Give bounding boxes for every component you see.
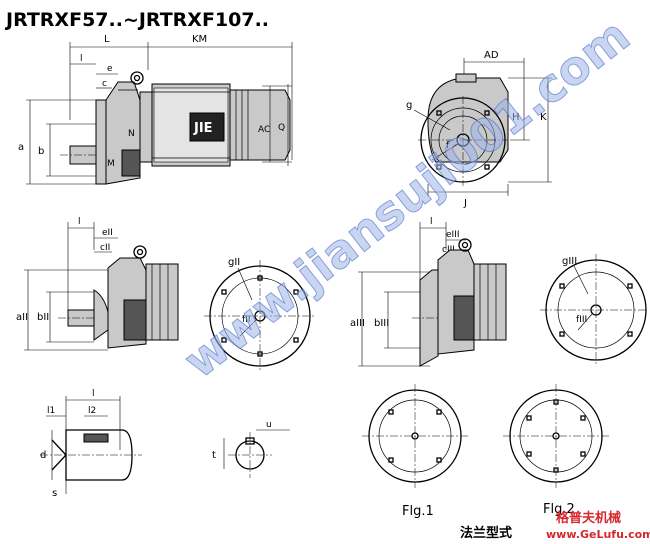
dim-L: L bbox=[104, 34, 110, 45]
flange-face-II: gII fII bbox=[204, 257, 316, 372]
brand-name: 格普夫机械 bbox=[556, 510, 621, 526]
dim-gII: gII bbox=[228, 257, 240, 268]
dim-e: e bbox=[107, 64, 113, 74]
dim-t: t bbox=[212, 450, 216, 461]
dim-l: l bbox=[80, 54, 83, 64]
dim-shaft-l: l bbox=[92, 389, 95, 399]
dim-cII: cII bbox=[100, 243, 110, 253]
dim-bII: bII bbox=[37, 312, 49, 323]
shaft-cross-section: u t bbox=[212, 420, 290, 478]
dim-g: g bbox=[406, 100, 412, 111]
dim-gIII: gIII bbox=[562, 256, 577, 267]
dim-d: d bbox=[40, 450, 46, 461]
dim-u: u bbox=[266, 420, 272, 430]
end-view-assembly: AD g f H K J bbox=[406, 50, 552, 209]
dim-aIII: aIII bbox=[350, 318, 365, 329]
dim-AD: AD bbox=[484, 50, 499, 61]
dim-M: M bbox=[107, 159, 115, 169]
dim-l1: l1 bbox=[47, 406, 55, 416]
dim-J: J bbox=[463, 198, 467, 209]
dim-H: H bbox=[512, 112, 520, 123]
dim-s: s bbox=[52, 488, 57, 499]
side-view-assembly: L KM l e c JIE bbox=[18, 34, 293, 185]
dim-fII: fII bbox=[242, 315, 250, 325]
figure-1: Flg.1 bbox=[362, 384, 468, 519]
dim-l2: l2 bbox=[88, 406, 96, 416]
dim-b: b bbox=[38, 146, 44, 157]
shaft-detail: l l1 l2 d s bbox=[40, 389, 142, 499]
flange-type-caption: 法兰型式 bbox=[460, 525, 512, 541]
figure-1-label: Flg.1 bbox=[402, 504, 434, 519]
dim-eII: eII bbox=[102, 228, 113, 238]
dim-fIII: fIII bbox=[576, 315, 587, 325]
watermark: www.jiansuji001.com bbox=[174, 8, 640, 389]
dim-eIII: eIII bbox=[446, 230, 460, 240]
drawing-title: JRTRXF57..~JRTRXF107.. bbox=[4, 9, 269, 31]
dim-K: K bbox=[540, 112, 547, 123]
dim-f: f bbox=[446, 141, 450, 151]
figure-2-label: Flg.2 bbox=[543, 502, 575, 517]
side-view-III: l eIII cIII aIII bIII bbox=[350, 217, 507, 367]
dim-KM: KM bbox=[192, 34, 207, 45]
dim-AC: AC bbox=[258, 125, 270, 135]
dim-N: N bbox=[128, 129, 135, 139]
figure-2: Flg.2 bbox=[503, 384, 609, 517]
dim-cIII: cIII bbox=[442, 245, 455, 255]
dim-aII: aII bbox=[16, 312, 28, 323]
dim-l-II: l bbox=[78, 217, 81, 227]
dim-l-III: l bbox=[430, 217, 433, 227]
dim-Q: Q bbox=[278, 123, 285, 133]
flange-face-III: gIII fIII bbox=[540, 254, 648, 366]
dim-bIII: bIII bbox=[374, 318, 389, 329]
brand-url: www.GeLufu.com bbox=[546, 528, 650, 541]
motor-badge: JIE bbox=[193, 121, 213, 136]
side-view-II: l eII cII aII bII bbox=[16, 217, 179, 351]
dim-a: a bbox=[18, 142, 24, 153]
dim-c: c bbox=[102, 79, 107, 89]
